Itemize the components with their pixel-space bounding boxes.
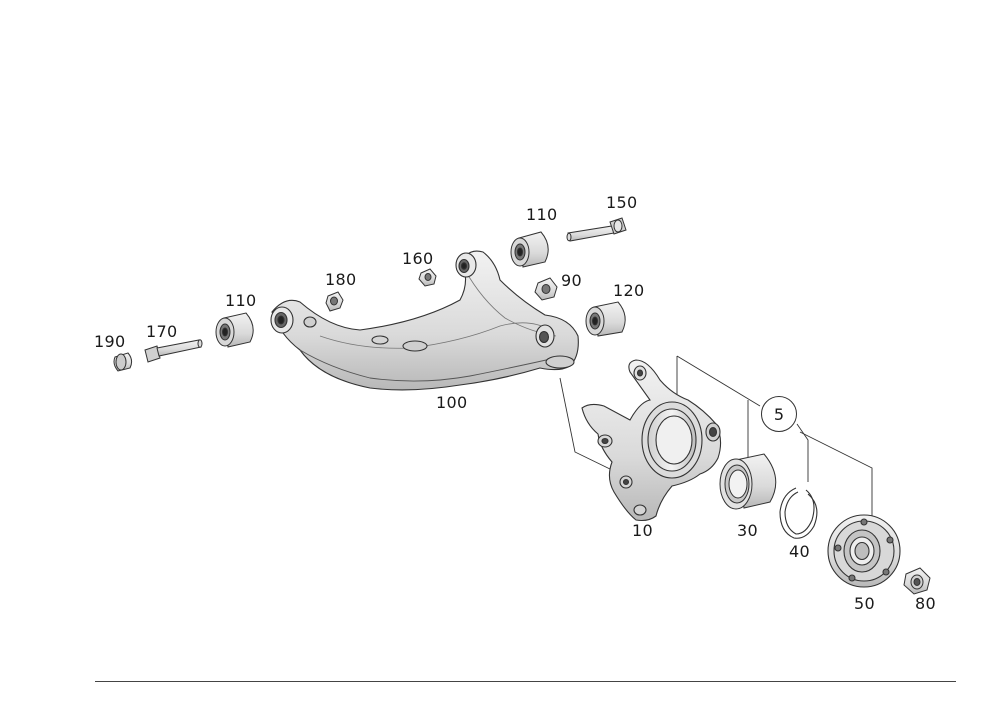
bushing-120 [585,301,626,337]
callout-50: 50 [854,594,875,613]
bushing-110-left [215,312,254,348]
nut-160 [418,268,437,287]
bolt-170 [144,339,203,363]
footer-rule [95,681,956,682]
callout-160: 160 [402,249,434,268]
callout-150: 150 [606,193,638,212]
callout-120: 120 [613,281,645,300]
bolt-150 [566,217,627,242]
nut-90 [534,277,558,301]
knuckle-10 [581,359,722,522]
callout-5-circle: 5 [761,396,797,432]
callout-110-left: 110 [225,291,257,310]
callout-80: 80 [915,594,936,613]
control-arm-100 [270,250,579,391]
nut-80 [903,567,931,595]
callout-90: 90 [561,271,582,290]
callout-10: 10 [632,521,653,540]
callout-5: 5 [773,404,785,424]
callout-100: 100 [436,393,468,412]
hub-50 [827,514,901,588]
callout-170: 170 [146,322,178,341]
callout-110-top: 110 [526,205,558,224]
callout-30: 30 [737,521,758,540]
bushing-110-top [510,231,549,268]
nut-180 [325,291,344,312]
callout-190: 190 [94,332,126,351]
callout-180: 180 [325,270,357,289]
circlip-40 [779,487,818,539]
callout-40: 40 [789,542,810,561]
cap-190 [113,352,133,372]
bearing-30 [719,453,777,510]
